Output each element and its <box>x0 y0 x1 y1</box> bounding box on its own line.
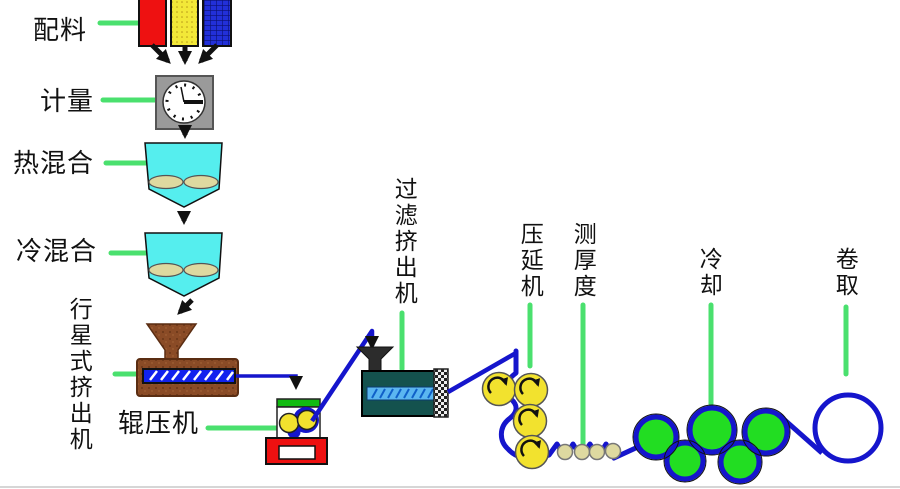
cooling-roller-icon <box>633 414 679 460</box>
cooling-rollers <box>632 404 824 485</box>
label-roller-press: 辊压机 <box>118 409 200 438</box>
label-filter-extruder: 过滤挤出机 <box>391 177 417 307</box>
label-cold-mixing: 冷混合 <box>16 237 98 266</box>
press-roller-icon <box>296 409 318 431</box>
gauge-roller-icon <box>604 442 622 460</box>
rotation-arrow-icon <box>487 376 509 394</box>
label-thickness-gauge: 测厚度 <box>570 222 596 300</box>
gauge-roller-icon <box>573 443 591 461</box>
label-planetary-extruder: 行星式挤出机 <box>66 297 92 453</box>
flow-arrow-icon <box>150 43 171 64</box>
flow-arrows-to-meter <box>150 43 219 65</box>
cooling-roller-icon <box>664 440 706 482</box>
label-metering: 计量 <box>40 87 95 116</box>
planetary-extruder-machine <box>136 323 239 397</box>
gauge-roller-icon <box>556 443 574 461</box>
filter-screen-icon <box>433 368 449 418</box>
hot-mixer-icon <box>144 142 223 208</box>
flow-arrow-icon <box>177 298 194 315</box>
press-roller-icon <box>278 412 300 434</box>
flow-arrow-icon <box>198 43 219 64</box>
label-pointer-lines <box>97 20 849 452</box>
winding-roll-icon <box>812 392 884 464</box>
label-cooling: 冷却 <box>696 247 722 299</box>
label-batching: 配料 <box>33 16 88 45</box>
filter-extruder-machine <box>355 346 449 418</box>
cooling-roller-icon <box>687 405 737 455</box>
calender-rollers <box>481 371 550 470</box>
rotation-arrow-icon <box>519 377 541 395</box>
metering-scale-icon <box>155 75 214 130</box>
cooling-roller-icon <box>742 408 790 456</box>
cooling-roller-icon <box>718 440 762 484</box>
label-winding: 卷取 <box>832 247 858 299</box>
rotation-arrow-icon <box>520 439 542 457</box>
gauge-roller-icon <box>588 443 606 461</box>
label-hot-mixing: 热混合 <box>13 149 95 178</box>
film-path-press-to-filter <box>310 328 379 423</box>
film-path-extruder-to-press <box>236 374 303 390</box>
thickness-rollers <box>556 442 622 461</box>
material-bin-yellow-icon <box>170 0 199 47</box>
material-bins <box>138 0 232 47</box>
label-calender: 压延机 <box>517 222 543 300</box>
material-bin-blue-icon <box>202 0 232 47</box>
cold-mixer-icon <box>144 232 223 297</box>
rotation-arrow-icon <box>518 408 540 426</box>
film-path-filter-to-calender <box>446 351 518 394</box>
roller-press-machine <box>265 398 328 465</box>
material-bin-red-icon <box>138 0 167 47</box>
